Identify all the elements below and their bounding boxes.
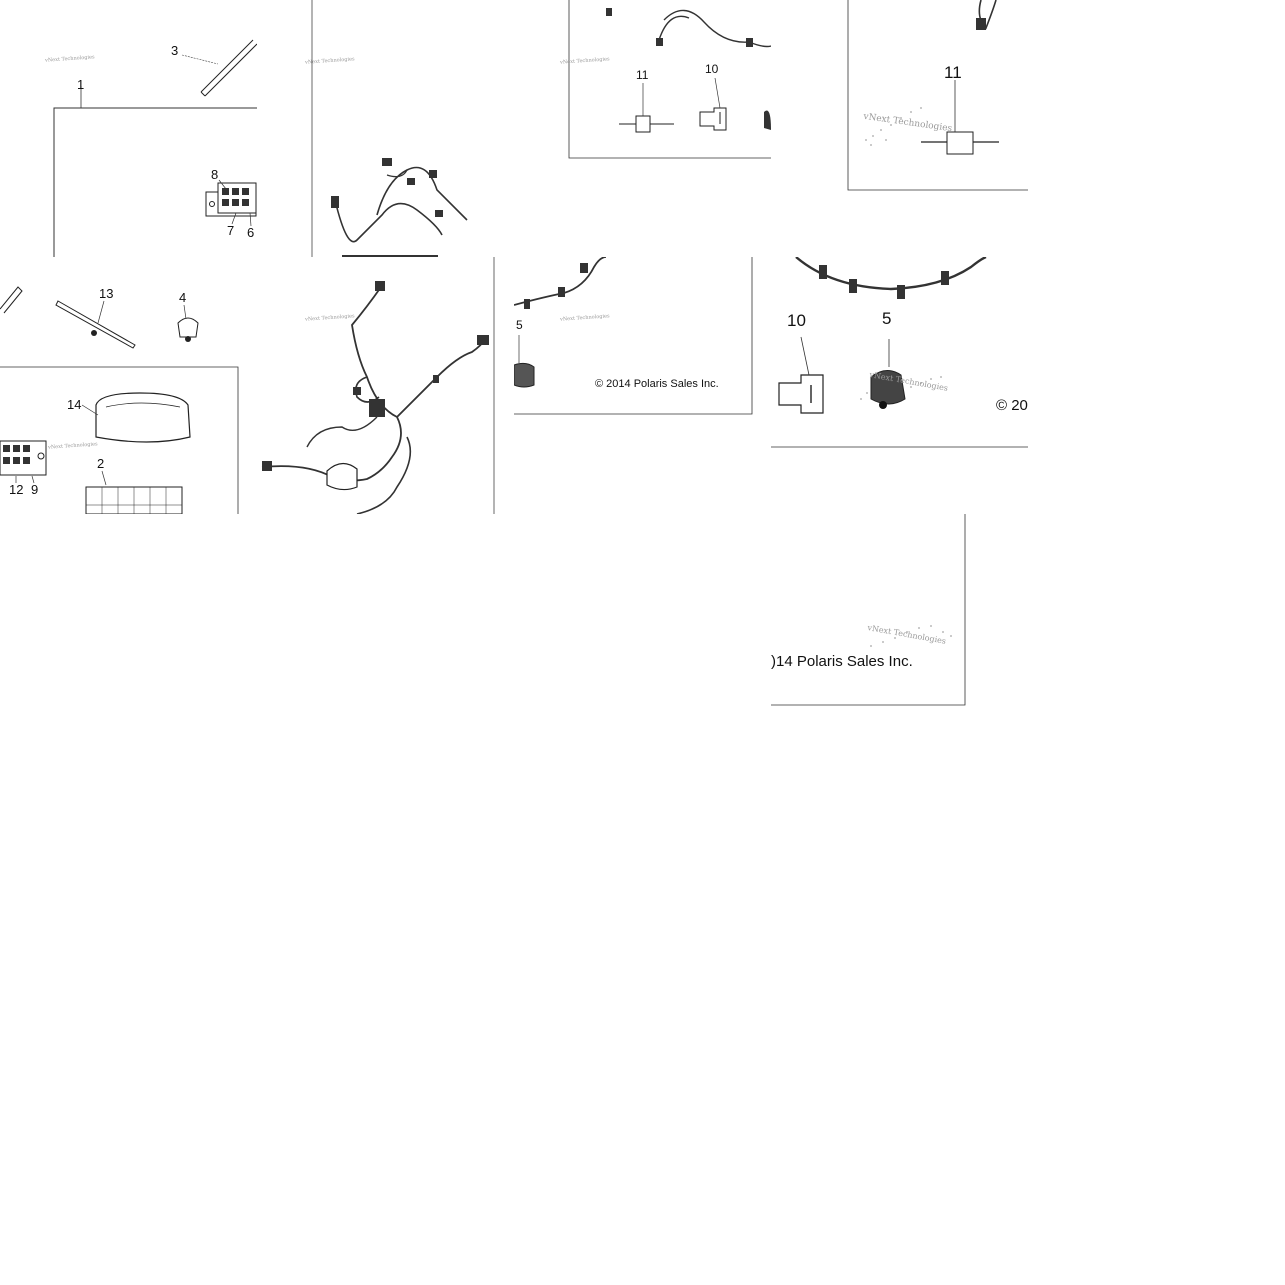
- callout-11: 11: [636, 68, 649, 82]
- callout-10: 10: [787, 311, 806, 330]
- callout-10: 10: [705, 62, 719, 76]
- diagram-tile-4: 11 vNext Technologies: [771, 0, 1028, 257]
- tile-2-drawing: [311, 0, 468, 257]
- copyright-text: © 2014 Polaris Sales Inc.: [595, 378, 719, 390]
- copyright-text: )14 Polaris Sales Inc.: [771, 653, 913, 670]
- diagram-tile-5: 13 4 14 2 12 9 vNext Technologies: [0, 257, 257, 514]
- tile-1-drawing: [53, 39, 257, 257]
- tile-6-drawing: [261, 257, 495, 514]
- tile-5-drawing: [0, 286, 239, 514]
- callout-5: 5: [516, 318, 523, 332]
- callout-11: 11: [944, 63, 962, 82]
- tile-4-drawing: [847, 0, 1028, 191]
- callout-7: 7: [227, 223, 235, 238]
- callout-12: 12: [9, 482, 24, 497]
- diagram-tile-6: vNext Technologies: [257, 257, 514, 514]
- callout-3: 3: [171, 43, 179, 58]
- callout-8: 8: [211, 167, 219, 182]
- tile-9-drawing: [771, 514, 966, 706]
- tile-3-drawing: [568, 0, 771, 159]
- tile-8-drawing: [771, 257, 1028, 448]
- diagram-tile-9: )14 Polaris Sales Inc. vNext Technologie…: [771, 514, 1028, 771]
- diagram-tile-3: 11 10 vNext Technologies: [514, 0, 771, 257]
- callout-4: 4: [179, 290, 187, 305]
- callout-1: 1: [77, 77, 85, 92]
- diagram-tile-8: 10 5 © 20 vNext Technologies: [771, 257, 1028, 514]
- diagram-tile-2: vNext Technologies: [257, 0, 514, 257]
- callout-14: 14: [67, 397, 82, 412]
- callout-6: 6: [247, 225, 255, 240]
- diagram-tile-7: 5 © 2014 Polaris Sales Inc. vNext Techno…: [514, 257, 771, 514]
- tile-7-drawing: [514, 257, 753, 415]
- callout-13: 13: [99, 286, 114, 301]
- copyright-text: © 20: [996, 397, 1028, 414]
- callout-9: 9: [31, 482, 39, 497]
- callout-5: 5: [882, 309, 892, 328]
- callout-2: 2: [97, 456, 105, 471]
- diagram-tile-1: 3 1 8 7 6 vNext Technologies: [0, 0, 257, 257]
